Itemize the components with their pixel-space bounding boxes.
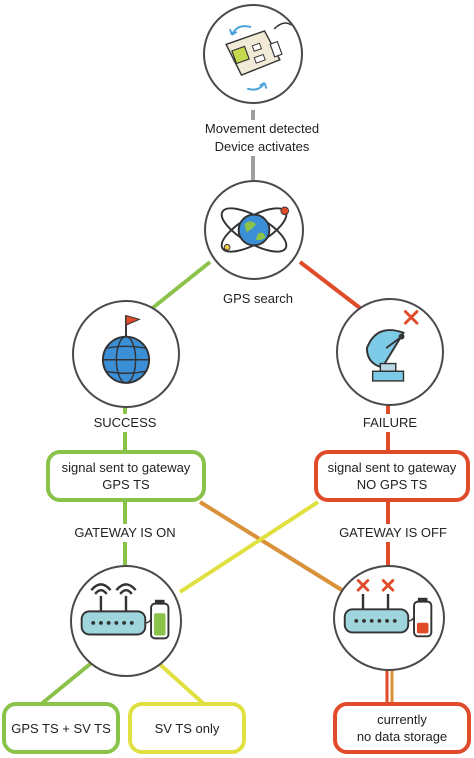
connector-search-success (148, 260, 212, 312)
globe-flag-icon (101, 314, 151, 384)
success-label: SUCCESS (90, 414, 160, 432)
device-circle (203, 4, 303, 104)
trigger-line-2: Device activates (214, 139, 310, 154)
connector-on-sv-only (153, 658, 207, 707)
result-gps-sv-text: GPS TS + SV TS (11, 720, 111, 736)
gateway-off-label: GATEWAY IS OFF (336, 524, 450, 542)
circuit-board-icon (225, 22, 292, 91)
satellite-dish-icon (365, 310, 419, 382)
gateway-on-circle (70, 565, 182, 677)
connector-cross-failure-on (178, 500, 320, 594)
connector-cross-success-off (198, 500, 347, 594)
result-no-storage-box: currently no data storage (333, 702, 471, 754)
success-circle (72, 300, 180, 408)
success-signal-box: signal sent to gateway GPS TS (46, 450, 206, 502)
trigger-label: Movement detected Device activates (201, 120, 323, 156)
search-label: GPS search (219, 290, 297, 308)
failure-label: FAILURE (359, 414, 421, 432)
trigger-line-1: Movement detected (204, 121, 320, 136)
failure-box-line-2: NO GPS TS (356, 477, 428, 492)
result-sv-only-text: SV TS only (154, 720, 220, 736)
failure-circle (336, 298, 444, 406)
result-gps-sv-box: GPS TS + SV TS (2, 702, 120, 754)
success-box-line-1: signal sent to gateway (61, 460, 191, 475)
failure-signal-box: signal sent to gateway NO GPS TS (314, 450, 470, 502)
success-box-line-2: GPS TS (102, 477, 150, 492)
connector-search-failure (298, 260, 362, 310)
gateway-off-circle (333, 565, 445, 671)
connector-on-gps-sv (38, 658, 97, 707)
router-battery-low-icon (343, 579, 433, 638)
result-no-storage-line-2: no data storage (356, 729, 448, 744)
result-no-storage-line-1: currently (377, 712, 427, 727)
result-sv-only-box: SV TS only (128, 702, 246, 754)
globe-satellite-icon (220, 206, 290, 253)
gateway-on-label: GATEWAY IS ON (71, 524, 179, 542)
router-battery-full-icon (80, 583, 170, 640)
failure-box-line-1: signal sent to gateway (327, 460, 457, 475)
search-circle (204, 180, 304, 280)
